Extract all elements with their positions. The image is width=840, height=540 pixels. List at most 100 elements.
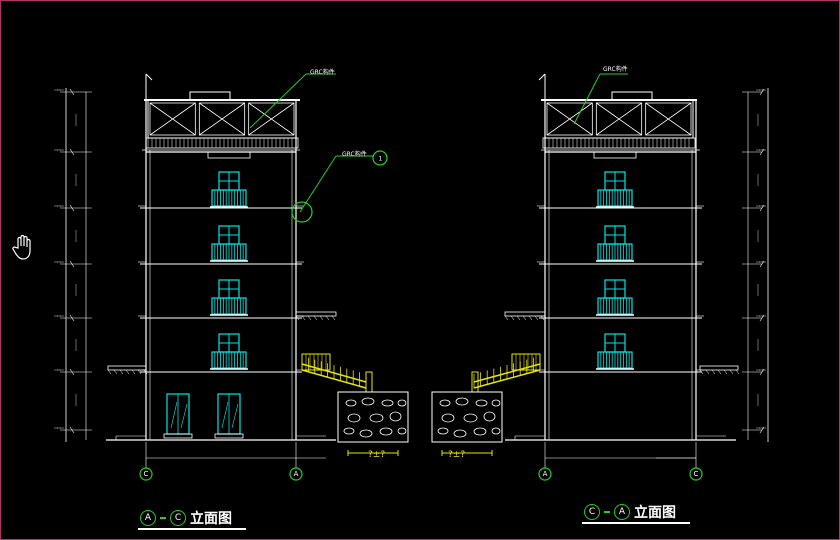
- annotation-leader: [249, 73, 307, 129]
- rubble-stone: [463, 413, 478, 423]
- roof-railing: [542, 137, 696, 149]
- left-elevation-title: A C 立面图: [140, 508, 232, 528]
- rubble-stone: [389, 411, 402, 422]
- rubble-stone: [369, 413, 384, 423]
- canopy-bracket: [113, 369, 118, 375]
- rubble-stone: [361, 397, 375, 406]
- canopy-bracket: [717, 369, 722, 375]
- canopy-bracket: [723, 369, 728, 375]
- left-grid-label-c: C: [144, 470, 149, 478]
- left-title-underline: [138, 528, 246, 530]
- level-mark: [69, 88, 75, 96]
- left-grid-label-a: A: [294, 470, 299, 478]
- canopy-bracket: [137, 369, 142, 375]
- canopy-bracket: [729, 369, 734, 375]
- right-footing-label: ?±?: [448, 450, 465, 460]
- canopy-bracket: [325, 315, 330, 321]
- canopy: [699, 365, 739, 371]
- canopy-bracket: [307, 315, 312, 321]
- truss-diagonal: [596, 102, 642, 136]
- rubble-stone: [397, 399, 407, 407]
- spire-edge: [538, 73, 546, 81]
- grid-bubble: [689, 467, 703, 481]
- cornice: [207, 151, 251, 159]
- truss-diagonal: [645, 102, 692, 136]
- truss-diagonal: [546, 102, 593, 136]
- rubble-stone: [381, 399, 394, 407]
- truss-panel: [546, 102, 593, 136]
- grid-bubble: [139, 467, 153, 481]
- foundation-outline: [337, 391, 409, 443]
- right-elevation-drawing: [431, 73, 740, 481]
- canopy-bracket: [301, 315, 306, 321]
- axis-bubble-start: C: [584, 504, 600, 520]
- door-glare: [180, 403, 188, 429]
- right-annotation-top: GRC构件: [603, 65, 628, 73]
- level-mark: [69, 314, 75, 322]
- grid-bubble: [289, 467, 303, 481]
- canopy-bracket: [540, 315, 545, 321]
- canopy-bracket: [143, 369, 148, 375]
- door-step: [214, 433, 244, 439]
- rubble-stone: [379, 427, 393, 436]
- canopy-bracket: [131, 369, 136, 375]
- exterior-staircase: [471, 353, 541, 393]
- canopy: [107, 365, 147, 371]
- rubble-stone: [455, 397, 469, 406]
- canopy-bracket: [119, 369, 124, 375]
- rubble-stone: [475, 399, 488, 407]
- axis-bubble-start: A: [140, 510, 156, 526]
- roof-railing: [145, 137, 299, 149]
- dimension-rulers: [54, 88, 769, 442]
- canopy-bracket: [522, 315, 527, 321]
- annotation-leader: [299, 155, 337, 213]
- truss-panel: [645, 102, 692, 136]
- canopy-bracket: [705, 369, 710, 375]
- rubble-stone: [441, 413, 455, 423]
- hand-pan-icon: [12, 234, 31, 260]
- right-title-underline: [582, 522, 690, 524]
- rubble-stone: [347, 413, 361, 423]
- rubble-stone: [473, 427, 487, 436]
- truss-diagonal: [199, 102, 245, 136]
- level-mark: [69, 426, 75, 434]
- level-mark: [69, 148, 75, 156]
- left-annotation-top: GRC构件: [310, 68, 335, 76]
- detail-callout-bubble: [372, 150, 388, 166]
- truss-panel: [595, 102, 643, 136]
- stair-post: [365, 371, 373, 393]
- rubble-stone: [359, 429, 373, 438]
- rubble-foundation: [337, 391, 409, 456]
- rubble-foundation: [431, 391, 503, 456]
- rubble-stone: [397, 427, 407, 435]
- canopy-bracket: [516, 315, 521, 321]
- foundation-outline: [431, 391, 503, 443]
- truss-panel: [248, 102, 295, 136]
- truss-panel: [149, 102, 196, 136]
- detail-callout-circle: [291, 201, 313, 223]
- left-elevation-drawing: [106, 73, 409, 481]
- rubble-stone: [483, 411, 496, 422]
- right-grid-label-a: A: [543, 470, 548, 478]
- canopy-bracket: [510, 315, 515, 321]
- canopy-bracket: [699, 369, 704, 375]
- truss-panel: [198, 102, 246, 136]
- canopy-bracket: [319, 315, 324, 321]
- truss-diagonal: [149, 102, 196, 136]
- grid-bubble: [538, 467, 552, 481]
- axis-bubble-end: C: [170, 510, 186, 526]
- axis-bubble-end: A: [614, 504, 630, 520]
- canopy-bracket: [331, 315, 336, 321]
- truss-diagonal: [248, 102, 295, 136]
- canopy-bracket: [295, 315, 300, 321]
- rubble-stone: [491, 427, 501, 435]
- canopy-bracket: [711, 369, 716, 375]
- rubble-stone: [439, 399, 451, 407]
- door-glare: [170, 401, 178, 429]
- rubble-stone: [345, 399, 357, 407]
- canopy-bracket: [735, 369, 740, 375]
- canopy: [295, 311, 337, 317]
- stair-tower-cap: [189, 91, 231, 101]
- canopy: [504, 311, 546, 317]
